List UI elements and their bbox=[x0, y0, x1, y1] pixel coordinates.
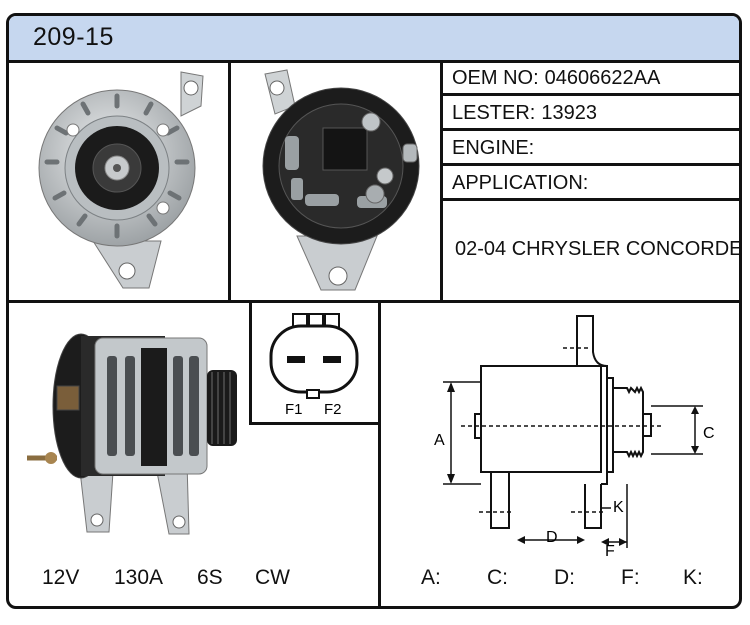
connector-diagram: F1 F2 bbox=[269, 313, 359, 418]
connector-housing bbox=[269, 324, 359, 394]
lester-row: LESTER:13923 bbox=[452, 102, 597, 125]
header-bar: 209-15 bbox=[9, 16, 739, 63]
rating-pulley: 6S bbox=[197, 566, 223, 589]
rating-voltage: 12V bbox=[42, 566, 80, 589]
part-number: 209-15 bbox=[33, 23, 114, 51]
dim-label-k: K bbox=[613, 499, 624, 516]
spec-sheet-card: 209-15 OEM NO:04606622AA LESTER:13923 EN… bbox=[6, 13, 742, 609]
divider-oem-row bbox=[440, 93, 739, 96]
oem-label: OEM NO: bbox=[452, 67, 539, 89]
oem-row: OEM NO:04606622AA bbox=[452, 67, 660, 90]
dimension-drawing: A C D F K bbox=[434, 315, 715, 560]
oem-value: 04606622AA bbox=[544, 67, 661, 89]
dim-label-a: A bbox=[434, 432, 445, 449]
connector-key bbox=[306, 389, 320, 399]
pin-label-f2: F2 bbox=[324, 401, 342, 418]
dim-label-c: C bbox=[703, 425, 715, 442]
divider-middle bbox=[9, 300, 739, 303]
connector-pin-f2 bbox=[323, 356, 341, 363]
dim-value-f: F: bbox=[621, 566, 640, 589]
engine-row: ENGINE: bbox=[452, 137, 534, 160]
dim-value-c: C: bbox=[487, 566, 508, 589]
dim-label-d: D bbox=[546, 529, 558, 546]
lester-label: LESTER: bbox=[452, 102, 536, 124]
application-value: 02-04 CHRYSLER CONCORDE bbox=[455, 238, 742, 260]
rating-amperage: 130A bbox=[114, 566, 164, 589]
divider-engine-row bbox=[440, 163, 739, 166]
alternator-front-photo bbox=[38, 71, 204, 289]
divider-side-connector bbox=[249, 300, 252, 425]
divider-application-row bbox=[440, 198, 739, 201]
dim-value-d: D: bbox=[554, 566, 575, 589]
rating-rotation: CW bbox=[255, 566, 290, 589]
alternator-side-photo bbox=[27, 333, 237, 535]
application-label: APPLICATION: bbox=[452, 172, 589, 194]
connector-pin-f1 bbox=[287, 356, 305, 363]
dim-label-f: F bbox=[605, 543, 615, 560]
housing-outline bbox=[480, 365, 602, 473]
dim-value-k: K: bbox=[683, 566, 703, 589]
alternator-rear-photo bbox=[262, 69, 420, 291]
divider-lester-row bbox=[440, 128, 739, 131]
pin-label-f1: F1 bbox=[285, 401, 303, 418]
dim-value-a: A: bbox=[421, 566, 441, 589]
divider-connector-dimensions bbox=[378, 300, 381, 606]
engine-label: ENGINE: bbox=[452, 137, 535, 159]
divider-connector-bottom bbox=[249, 422, 378, 425]
lester-value: 13923 bbox=[541, 102, 597, 124]
divider-photo-specs bbox=[440, 60, 443, 300]
divider-front-back bbox=[228, 60, 231, 300]
application-row: APPLICATION: bbox=[452, 172, 588, 195]
